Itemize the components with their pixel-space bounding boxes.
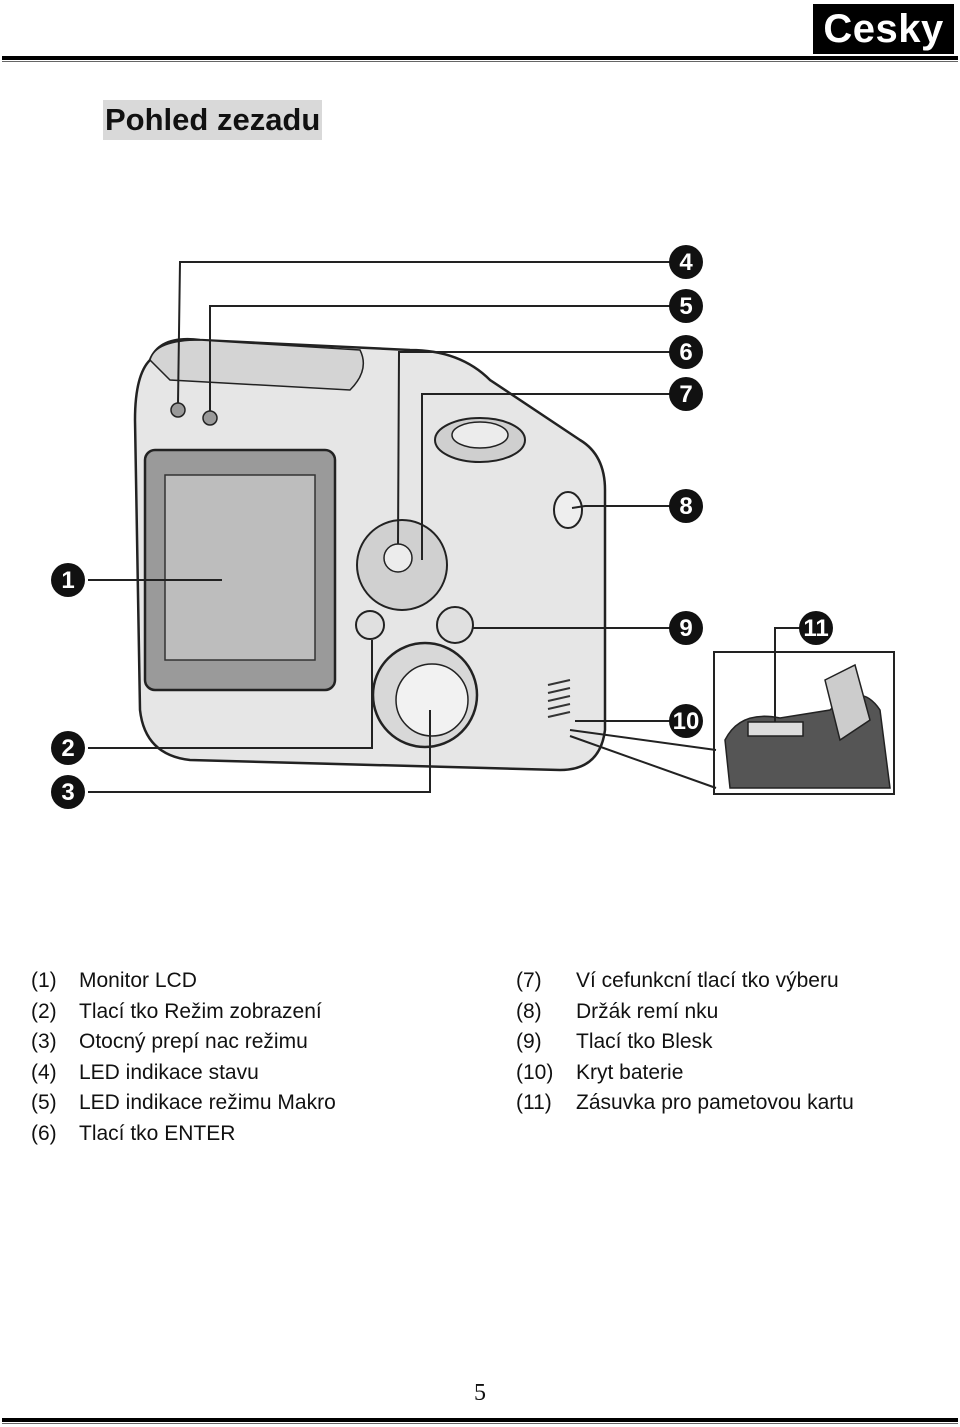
flash-button [436,606,474,644]
svg-text:11: 11 [803,615,828,642]
legend-right: (7) Ví cefunkcní tlací tko výberu (8) Držá… [516,966,854,1119]
callout-8: 8 [669,489,703,523]
svg-text:6: 6 [679,339,692,366]
lcd-screen [164,474,316,661]
legend-num: (7) [516,969,542,992]
legend-num: (1) [31,969,57,992]
leader-lines [88,261,800,793]
legend-num: (8) [516,999,542,1023]
legend-text: Ví cefunkcní tlací tko výberu [576,969,839,992]
legend-num: (6) [31,1121,57,1145]
strap-holder [553,491,583,529]
legend-num: (11) [516,1091,552,1114]
legend-item: (5) LED indikace režimu Makro [31,1088,336,1119]
legend-num: (9) [516,1030,542,1053]
legend-num: (4) [31,1060,57,1084]
legend-num: (3) [31,1030,57,1053]
legend-text: Monitor LCD [79,969,197,992]
legend-item: (9) Tlací tko Blesk [516,1027,854,1058]
svg-text:5: 5 [679,293,692,320]
callout-7: 7 [669,377,703,411]
svg-text:2: 2 [61,735,74,762]
legend-item: (4) LED indikace stavu [31,1058,336,1089]
svg-text:7: 7 [679,381,692,408]
svg-text:10: 10 [673,708,700,735]
legend-num: (2) [31,999,57,1023]
callout-9: 9 [669,611,703,645]
callout-3: 3 [51,775,85,809]
legend-text: LED indikace stavu [79,1060,259,1084]
callout-6: 6 [669,335,703,369]
legend-text: Zásuvka pro pametovou kartu [576,1091,854,1114]
legend-num: (5) [31,1091,57,1114]
callout-10: 10 [669,704,703,738]
language-tab: Cesky [813,4,954,54]
svg-text:3: 3 [61,779,74,806]
legend-item: (11) Zásuvka pro pametovou kartu [516,1088,854,1119]
footer-rule [2,1418,958,1422]
legend-text: Tlací tko Režim zobrazení [79,999,322,1023]
callout-11: 11 [799,611,833,645]
legend-item: (7) Ví cefunkcní tlací tko výberu [516,966,854,997]
camera-rear-view-figure: 1 2 3 4 5 6 7 8 9 10 11 [40,240,920,820]
callout-5: 5 [669,289,703,323]
battery-cover-grip [547,679,571,718]
legend-text: Tlací tko ENTER [79,1121,236,1145]
callout-2: 2 [51,731,85,765]
svg-text:9: 9 [679,615,692,642]
legend-text: Kryt baterie [576,1060,684,1084]
card-slot [747,721,804,737]
legend-text: LED indikace režimu Makro [79,1091,336,1114]
enter-button [383,543,413,573]
callout-badges: 1 2 3 4 5 6 7 8 9 10 11 [51,245,833,809]
legend-item: (2) Tlací tko Režim zobrazení [31,997,336,1028]
battery-door [824,663,871,742]
legend-text: Otocný prepí nac režimu [79,1030,308,1053]
legend-item: (6) Tlací tko ENTER [31,1119,336,1150]
legend-left: (1) Monitor LCD (2) Tlací tko Režim zobraz… [31,966,336,1149]
footer-rule-thin [2,1423,958,1424]
camera-illustration: 1 2 3 4 5 6 7 8 9 10 11 [51,245,895,809]
legend-text: Tlací tko Blesk [576,1030,713,1053]
callout-4: 4 [669,245,703,279]
legend-item: (1) Monitor LCD [31,966,336,997]
svg-text:8: 8 [679,493,692,520]
section-title: Pohled zezadu [103,100,323,140]
legend-num: (10) [516,1060,554,1084]
macro-led [202,410,218,426]
header-rule [2,56,958,60]
camera-top-ridge [149,339,365,391]
legend-text: Držák remí nku [576,999,719,1023]
svg-text:1: 1 [61,567,74,594]
display-button [355,610,385,640]
legend-item: (8) Držák remí nku [516,997,854,1028]
legend-item: (3) Otocný prepí nac režimu [31,1027,336,1058]
svg-text:4: 4 [679,249,693,276]
legend-item: (10) Kryt baterie [516,1058,854,1089]
status-led [170,402,186,418]
callout-1: 1 [51,563,85,597]
page-number: 5 [474,1380,486,1406]
header-rule-thin [2,61,958,62]
